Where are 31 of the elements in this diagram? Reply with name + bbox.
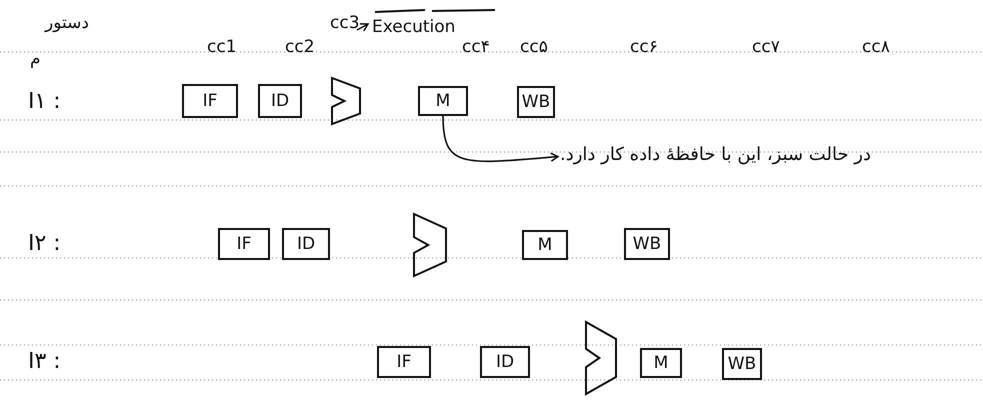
clock-cycle-label: cc1	[207, 38, 237, 57]
alu-stage-shape	[412, 212, 448, 278]
stage-box: ID	[480, 346, 530, 378]
curved-arrow	[442, 116, 559, 162]
stage-box: WB	[624, 228, 670, 260]
stage-box: IF	[182, 84, 238, 118]
clock-cycle-label: cc۸	[862, 38, 890, 57]
alu-stage-shape	[330, 76, 362, 126]
stage-label: Execution	[372, 18, 456, 37]
clock-cycle-label: cc۷	[752, 38, 780, 57]
clock-cycle-label: cc۶	[630, 38, 658, 57]
instruction-label: I۳ :	[28, 350, 61, 374]
alu-stage-shape	[584, 320, 618, 396]
instruction-label: I۲ :	[28, 232, 61, 256]
stage-box: M	[640, 348, 682, 378]
instruction-label: I۱ :	[28, 90, 61, 114]
stage-box: WB	[517, 86, 555, 118]
clock-cycle-label: cc3	[330, 14, 360, 33]
column-header: دستور	[45, 14, 89, 33]
column-header: م	[30, 50, 41, 69]
stage-box: IF	[377, 346, 431, 378]
note-text: در حالت سبز، این با حافظهٔ داده کار دارد.	[560, 128, 980, 180]
stage-box: ID	[258, 84, 302, 118]
clock-cycle-label: cc۴	[462, 38, 490, 57]
stage-box: M	[522, 230, 568, 260]
clock-cycle-label: cc2	[285, 38, 315, 57]
clock-cycle-label: cc۵	[520, 38, 548, 57]
stage-box: ID	[282, 228, 330, 260]
stage-box: WB	[722, 348, 762, 380]
stage-box: IF	[218, 228, 270, 260]
stage-box: M	[418, 86, 468, 116]
